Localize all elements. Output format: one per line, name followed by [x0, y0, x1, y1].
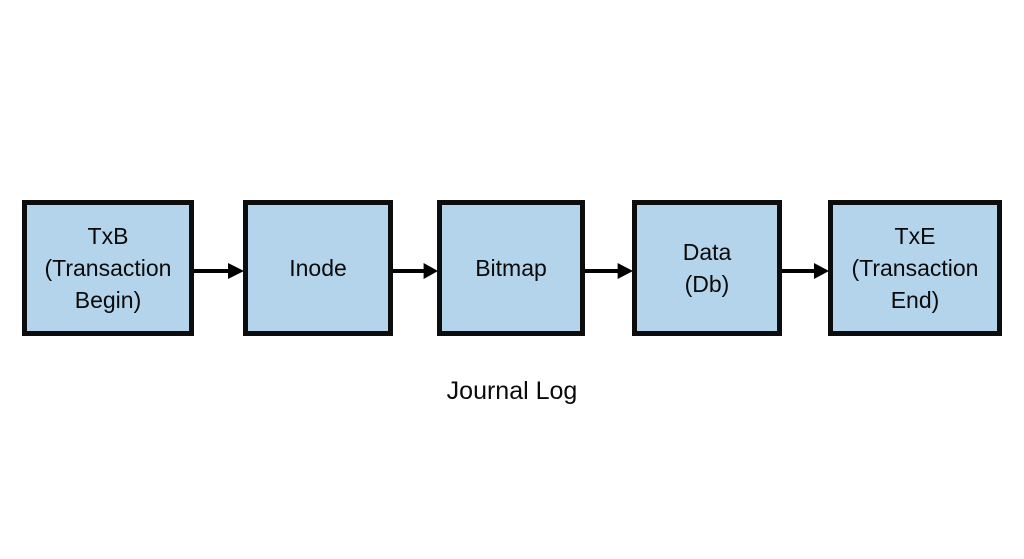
journal-block-data-label: Data (Db) [682, 239, 732, 297]
arrow-txb-to-inode [194, 262, 244, 280]
journal-block-txe: TxE (Transaction End) [828, 200, 1002, 336]
journal-block-txb: TxB (Transaction Begin) [22, 200, 194, 336]
journal-block-data: Data (Db) [632, 200, 782, 336]
arrow-bitmap-to-data [585, 262, 633, 280]
journal-block-inode: Inode [243, 200, 393, 336]
journal-block-bitmap-label: Bitmap [475, 255, 547, 281]
journal-block-txe-label: TxE (Transaction End) [851, 223, 979, 313]
journal-block-txb-label: TxB (Transaction Begin) [44, 223, 172, 313]
diagram-caption: Journal Log [446, 377, 578, 405]
arrow-inode-to-bitmap [393, 262, 438, 280]
journal-block-bitmap: Bitmap [437, 200, 585, 336]
journal-block-inode-label: Inode [289, 255, 347, 281]
arrow-data-to-txe [782, 262, 829, 280]
